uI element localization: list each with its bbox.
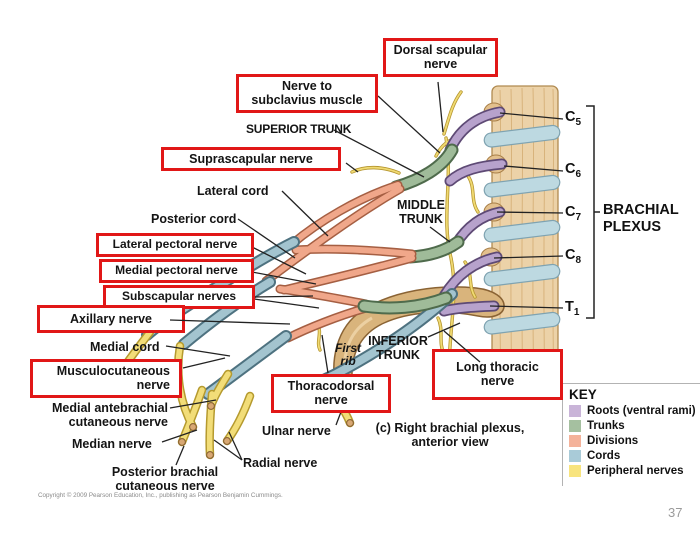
label-superior-trunk: SUPERIOR TRUNK [246, 122, 352, 136]
key-legend: KEY Roots (ventral rami) Trunks Division… [562, 383, 700, 486]
spine [477, 85, 561, 393]
label-lateral-pectoral-nerve[interactable]: Lateral pectoral nerve [96, 233, 254, 257]
key-title: KEY [569, 387, 597, 402]
label-dorsal-scapular-nerve[interactable]: Dorsal scapular nerve [383, 38, 498, 77]
label-inferior-trunk: INFERIOR TRUNK [368, 334, 428, 362]
label-t1: T1 [565, 299, 580, 318]
key-item-cords: Cords [569, 450, 700, 462]
key-item-peripheral-nerves: Peripheral nerves [569, 465, 700, 477]
label-c7: C7 [565, 204, 582, 223]
label-posterior-cord: Posterior cord [151, 212, 237, 226]
key-swatch-roots [569, 405, 581, 417]
page-number: 37 [668, 505, 683, 520]
label-first-rib: First rib [334, 341, 361, 369]
label-radial-nerve: Radial nerve [243, 456, 318, 470]
label-nerve-to-subclavius[interactable]: Nerve to subclavius muscle [236, 74, 378, 113]
label-c6: C6 [565, 161, 582, 180]
label-c8: C8 [565, 247, 582, 266]
label-middle-trunk: MIDDLE TRUNK [397, 198, 445, 226]
key-swatch-peripheral-nerves [569, 465, 581, 477]
label-axillary-nerve[interactable]: Axillary nerve [37, 305, 185, 334]
key-item-trunks: Trunks [569, 420, 700, 432]
label-ulnar-nerve: Ulnar nerve [262, 424, 331, 438]
label-posterior-brachial-cutaneous-nerve: Posterior brachial cutaneous nerve [111, 465, 219, 493]
brachial-plexus-bracket [586, 105, 600, 319]
label-long-thoracic-nerve[interactable]: Long thoracic nerve [432, 349, 563, 400]
key-swatch-cords [569, 450, 581, 462]
plexus-divisions [261, 180, 417, 343]
label-lateral-cord: Lateral cord [197, 184, 269, 198]
plexus-trunk-inferior [357, 291, 453, 315]
label-medial-cord: Medial cord [90, 340, 160, 354]
label-musculocutaneous-nerve[interactable]: Musculocutaneous nerve [30, 359, 182, 398]
label-thoracodorsal-nerve[interactable]: Thoracodorsal nerve [271, 374, 391, 413]
intervertebral-discs [483, 124, 561, 335]
label-c5: C5 [565, 109, 582, 128]
key-item-divisions: Divisions [569, 435, 700, 447]
key-swatch-divisions [569, 435, 581, 447]
key-swatch-trunks [569, 420, 581, 432]
key-item-roots: Roots (ventral rami) [569, 405, 700, 417]
copyright-text: Copyright © 2009 Pearson Education, Inc.… [38, 492, 283, 499]
leader-lines [161, 81, 564, 466]
label-median-nerve: Median nerve [72, 437, 152, 451]
label-medial-pectoral-nerve[interactable]: Medial pectoral nerve [99, 259, 254, 283]
label-brachial-plexus: BRACHIAL PLEXUS [603, 202, 679, 236]
label-suprascapular-nerve[interactable]: Suprascapular nerve [161, 147, 341, 172]
label-medial-antebrachial-cutaneous-nerve: Medial antebrachial cutaneous nerve [51, 401, 168, 429]
figure-caption: (c) Right brachial plexus, anterior view [375, 421, 525, 449]
